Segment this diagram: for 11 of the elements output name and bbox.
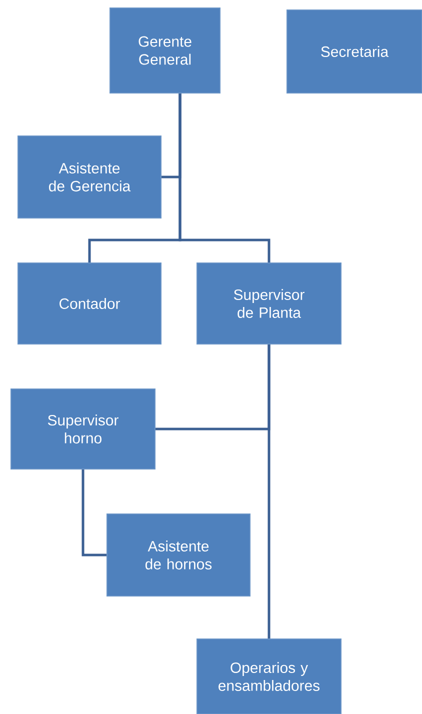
connector-line bbox=[268, 344, 270, 638]
org-box: Asistente de hornos bbox=[106, 514, 250, 596]
org-box: Contador bbox=[18, 262, 162, 344]
org-box: Secretaria bbox=[286, 10, 422, 94]
org-box: Operarios y ensambladores bbox=[196, 638, 342, 714]
org-box: Asistente de Gerencia bbox=[18, 136, 162, 218]
org-box: Supervisor de Planta bbox=[196, 262, 342, 344]
org-box: Gerente General bbox=[110, 8, 220, 94]
org-box: Supervisor horno bbox=[10, 388, 156, 470]
connector-line bbox=[82, 470, 106, 556]
connector-line bbox=[178, 94, 270, 262]
